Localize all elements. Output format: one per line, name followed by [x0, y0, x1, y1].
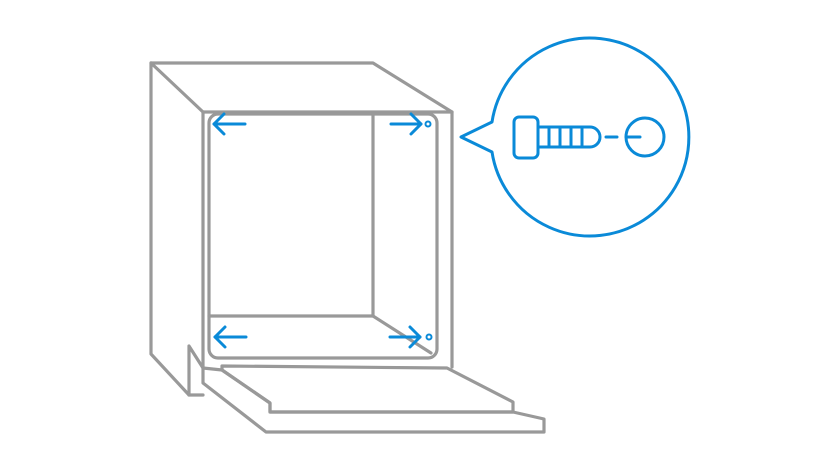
door-lower-panel — [201, 366, 546, 434]
screw-hole-icon — [425, 333, 433, 341]
screw-icon — [512, 115, 602, 160]
door-flange — [187, 344, 205, 397]
arrow-right-icon — [389, 112, 423, 136]
cap-icon — [624, 116, 666, 158]
arrow-right-icon — [388, 325, 422, 349]
arrow-left-icon — [212, 112, 247, 136]
cabinet-inner-opening — [207, 112, 439, 360]
callout-bubble — [459, 36, 691, 238]
mounting-arrows — [212, 112, 433, 349]
cabinet-floor-edge — [371, 314, 433, 355]
arrow-left-icon — [213, 325, 248, 349]
cabinet-front-frame — [201, 110, 454, 370]
screw-hole-icon — [424, 120, 432, 128]
cabinet-side-panel — [149, 61, 205, 397]
cabinet-back-wall — [207, 112, 375, 318]
dishwasher-illustration — [149, 61, 546, 434]
cabinet-top-panel — [149, 61, 454, 114]
door-upper-panel — [220, 364, 515, 414]
detail-callout — [459, 36, 691, 238]
